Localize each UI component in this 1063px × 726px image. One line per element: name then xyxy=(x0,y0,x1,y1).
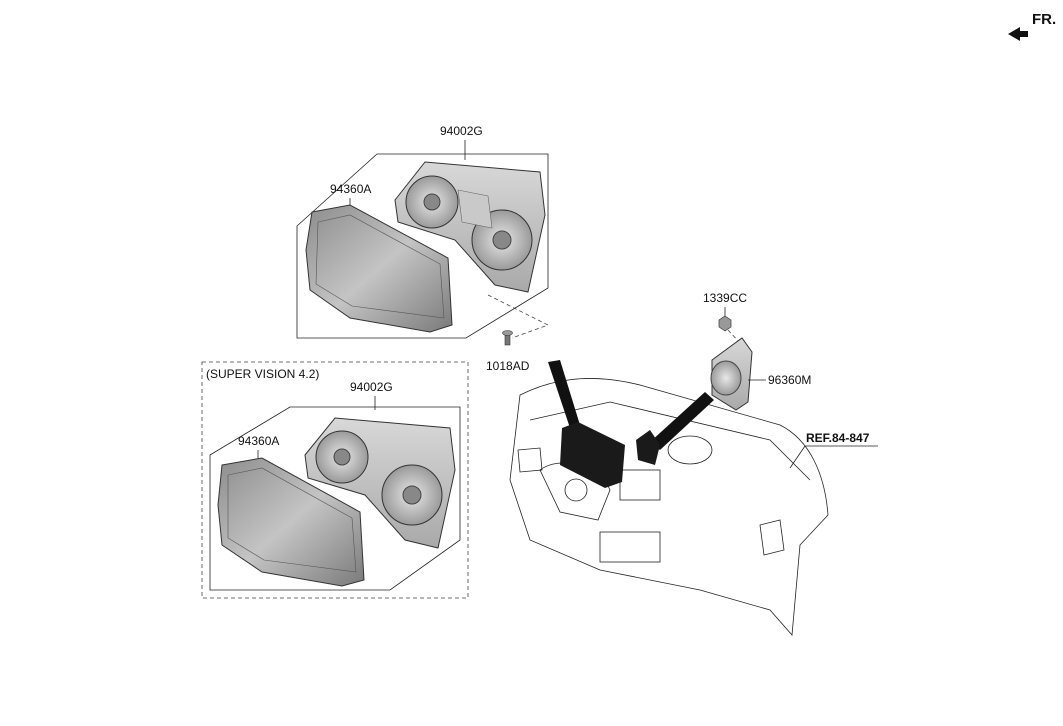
sv-lens-label-94360A[interactable]: 94360A xyxy=(238,434,279,448)
screw-1018AD[interactable] xyxy=(502,330,513,346)
installed-hud-silhouette xyxy=(636,430,660,465)
climate-controls xyxy=(599,531,661,563)
group-outline-sv xyxy=(209,406,461,591)
cluster-group-super-vision: (SUPER VISION 4.2) 94002G 94360A xyxy=(201,361,469,599)
super-vision-dashed-frame xyxy=(201,361,469,599)
cluster-group-main: 94002G 94360A 1018AD xyxy=(296,124,550,373)
lens-label-94360A[interactable]: 94360A xyxy=(330,182,371,196)
sv-instrument-cluster-assembly[interactable] xyxy=(304,417,456,549)
super-vision-caption: (SUPER VISION 4.2) xyxy=(206,367,319,381)
assembly-label-94002G[interactable]: 94002G xyxy=(440,124,483,138)
install-arrow-cluster-icon xyxy=(548,360,580,428)
group-outline-main xyxy=(296,153,549,339)
ref-label-84-847[interactable]: REF.84-847 xyxy=(806,431,870,445)
front-direction-arrow-icon xyxy=(1008,27,1028,41)
dashed-leader xyxy=(487,294,550,339)
nut-1339CC[interactable] xyxy=(718,315,732,332)
hud-label-96360M[interactable]: 96360M xyxy=(768,373,811,387)
nut-label-1339CC[interactable]: 1339CC xyxy=(703,291,747,305)
sv-cluster-lens[interactable] xyxy=(217,457,365,587)
cluster-lens[interactable] xyxy=(305,204,453,333)
front-label: FR. xyxy=(1032,11,1056,28)
sv-assembly-label-94002G[interactable]: 94002G xyxy=(350,380,393,394)
install-arrow-hud-icon xyxy=(650,392,714,450)
dashboard-panel: REF.84-847 xyxy=(509,360,878,636)
center-display xyxy=(619,469,661,501)
screw-label-1018AD[interactable]: 1018AD xyxy=(486,359,530,373)
installed-cluster-silhouette xyxy=(560,422,625,488)
front-orientation-marker: FR. xyxy=(1008,11,1056,41)
hud-unit-96360M[interactable] xyxy=(710,337,753,411)
instrument-cluster-assembly[interactable] xyxy=(394,161,546,293)
hud-group: 1339CC 96360M xyxy=(703,291,811,411)
leader-line xyxy=(789,445,806,469)
